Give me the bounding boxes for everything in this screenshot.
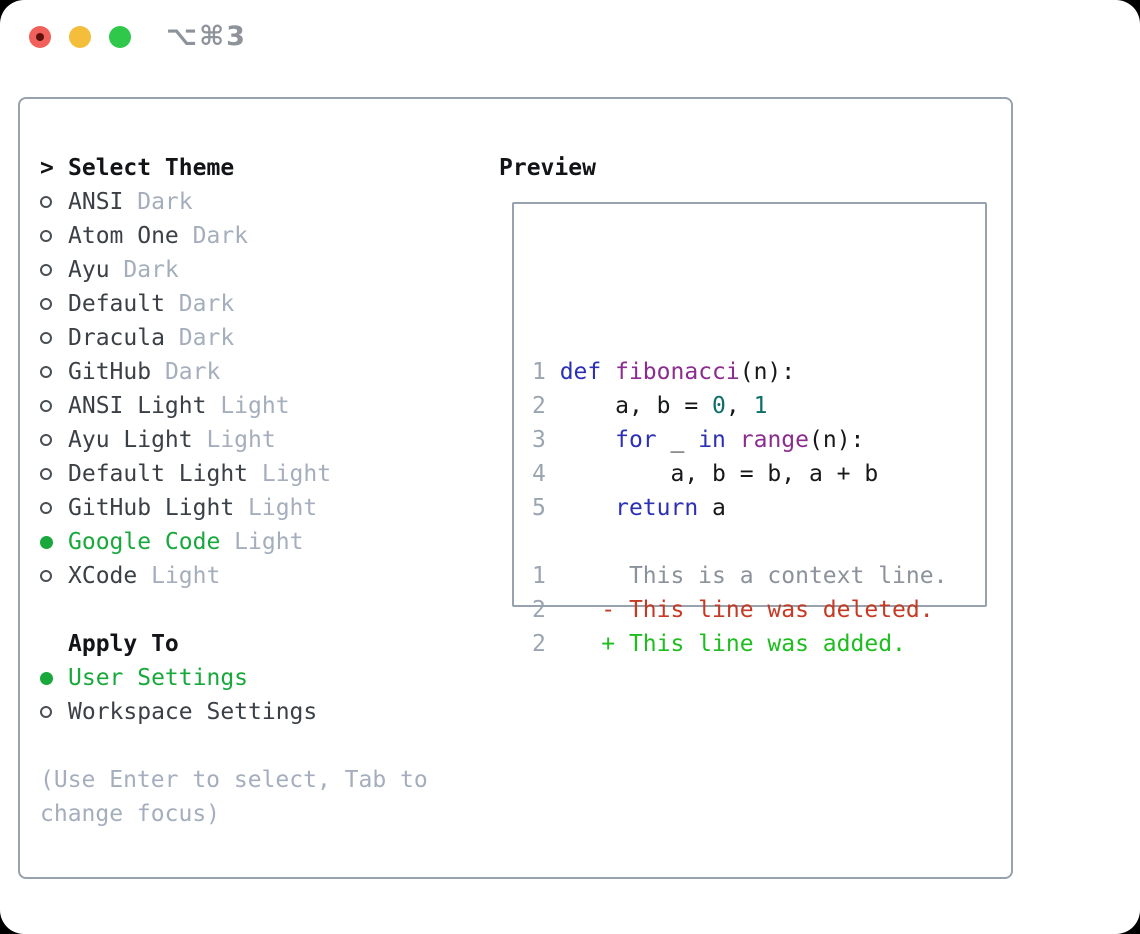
code-line: 2 - This line was deleted. bbox=[532, 597, 934, 623]
option-label: Default Light bbox=[68, 461, 249, 487]
option-label: Atom One bbox=[68, 223, 179, 249]
option-label: Ayu Light bbox=[68, 427, 193, 453]
radio-icon bbox=[40, 366, 52, 378]
radio-icon bbox=[40, 230, 52, 242]
option-variant-label: Dark bbox=[178, 223, 249, 249]
theme-option-github[interactable]: GitHub Dark bbox=[40, 355, 331, 389]
radio-icon bbox=[40, 570, 52, 582]
zoom-button-icon[interactable] bbox=[109, 26, 131, 48]
option-label: XCode bbox=[68, 563, 138, 589]
radio-selected-icon bbox=[40, 535, 53, 549]
code-line: 3 for _ in range(n): bbox=[532, 427, 865, 453]
theme-option-ansi-light[interactable]: ANSI Light Light bbox=[40, 389, 331, 423]
theme-option-default-light[interactable]: Default Light Light bbox=[40, 457, 331, 491]
radio-icon bbox=[40, 264, 52, 276]
theme-option-default[interactable]: Default Dark bbox=[40, 287, 331, 321]
radio-icon bbox=[40, 400, 52, 412]
option-label: ANSI Light bbox=[68, 393, 207, 419]
radio-icon bbox=[40, 434, 52, 446]
code-line: 4 a, b = b, a + b bbox=[532, 461, 879, 487]
option-variant-label: Dark bbox=[151, 359, 221, 385]
radio-icon bbox=[40, 706, 52, 718]
option-label: Default bbox=[68, 291, 165, 317]
preview-box: 1 def fibonacci(n): 2 a, b = 0, 1 3 for _ … bbox=[512, 202, 987, 657]
option-variant-label: Light bbox=[234, 495, 318, 521]
option-label: Ayu bbox=[68, 257, 110, 283]
radio-icon bbox=[40, 502, 52, 514]
code-line: 2 a, b = 0, 1 bbox=[532, 393, 768, 419]
option-label: GitHub bbox=[68, 359, 152, 385]
radio-icon bbox=[40, 468, 52, 480]
help-text: (Use Enter to select, Tab to change focu… bbox=[40, 767, 428, 827]
option-label: User Settings bbox=[68, 665, 249, 691]
option-variant-label: Dark bbox=[164, 291, 235, 317]
preview-code: 1 def fibonacci(n): 2 a, b = 0, 1 3 for _ … bbox=[532, 253, 947, 661]
option-variant-label: Dark bbox=[109, 257, 179, 283]
window-titlebar: ⌥⌘3 bbox=[0, 0, 1140, 74]
theme-option-xcode[interactable]: XCode Light bbox=[40, 559, 331, 593]
focus-arrow-icon: > bbox=[40, 155, 54, 181]
window-title: ⌥⌘3 bbox=[166, 21, 247, 52]
theme-option-atom-one[interactable]: Atom One Dark bbox=[40, 219, 331, 253]
option-variant-label: Light bbox=[206, 393, 290, 419]
option-label: GitHub Light bbox=[68, 495, 235, 521]
radio-selected-icon bbox=[40, 671, 53, 685]
radio-icon bbox=[40, 298, 52, 310]
option-label: Dracula bbox=[68, 325, 165, 351]
apply-to-header: Apply To bbox=[40, 627, 317, 661]
theme-option-ayu-light[interactable]: Ayu Light Light bbox=[40, 423, 331, 457]
option-label: Google Code bbox=[68, 529, 221, 555]
radio-icon bbox=[40, 332, 52, 344]
option-variant-label: Light bbox=[220, 529, 304, 555]
code-line: 1 def fibonacci(n): bbox=[532, 359, 796, 385]
theme-list-header: > Select Theme bbox=[40, 151, 331, 185]
code-line: 5 return a bbox=[532, 495, 726, 521]
option-variant-label: Light bbox=[137, 563, 221, 589]
preview-title: Preview bbox=[499, 155, 596, 181]
theme-option-google-code[interactable]: Google Code Light bbox=[40, 525, 331, 559]
close-button-icon[interactable] bbox=[29, 26, 51, 48]
option-variant-label: Dark bbox=[123, 189, 193, 215]
option-label: Workspace Settings bbox=[68, 699, 318, 725]
radio-icon bbox=[40, 196, 52, 208]
option-variant-label: Dark bbox=[164, 325, 235, 351]
theme-list-title: Select Theme bbox=[68, 155, 235, 181]
code-line bbox=[532, 525, 947, 559]
theme-option-dracula[interactable]: Dracula Dark bbox=[40, 321, 331, 355]
theme-option-ansi[interactable]: ANSI Dark bbox=[40, 185, 331, 219]
apply-option-workspace-settings[interactable]: Workspace Settings bbox=[40, 695, 317, 729]
preview-header: Preview bbox=[499, 151, 596, 185]
option-label: ANSI bbox=[68, 189, 124, 215]
theme-option-github-light[interactable]: GitHub Light Light bbox=[40, 491, 331, 525]
code-line: 1 This is a context line. bbox=[532, 563, 948, 589]
apply-option-user-settings[interactable]: User Settings bbox=[40, 661, 317, 695]
option-variant-label: Light bbox=[248, 461, 332, 487]
minimize-button-icon[interactable] bbox=[69, 26, 91, 48]
code-line: 2 + This line was added. bbox=[532, 631, 906, 657]
theme-option-ayu[interactable]: Ayu Dark bbox=[40, 253, 331, 287]
option-variant-label: Light bbox=[192, 427, 276, 453]
apply-to-title: Apply To bbox=[68, 631, 179, 657]
